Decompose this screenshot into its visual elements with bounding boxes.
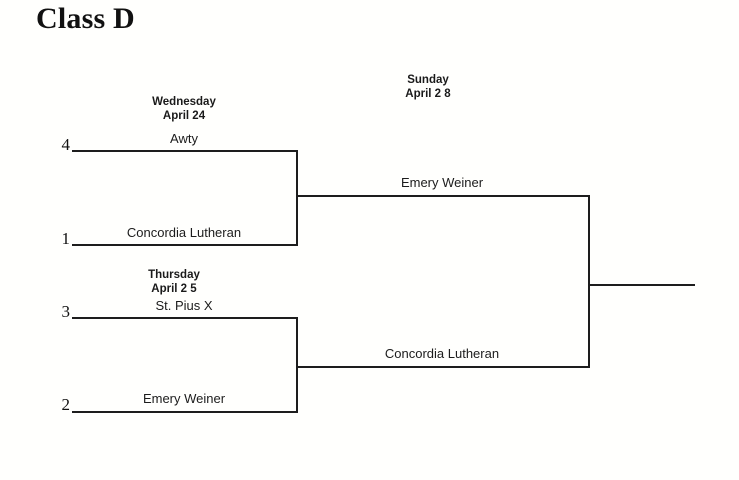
- team-slot-r1-emery-weiner: Emery Weiner: [142, 391, 226, 406]
- round-header-thursday: Thursday April 2 5: [118, 268, 230, 296]
- bracket-line-r1m1-top: [72, 150, 298, 152]
- bracket-connector-final: [588, 195, 590, 368]
- page-title: Class D: [36, 2, 135, 35]
- bracket-connector-r1m1: [296, 150, 298, 246]
- round-header-wednesday-day: Wednesday: [152, 96, 216, 108]
- seed-number-r1m2-bottom: 2: [61, 395, 71, 414]
- team-slot-r1-concordia-lutheran: Concordia Lutheran: [126, 225, 242, 240]
- seed-number-r1m1-top: 4: [61, 135, 71, 154]
- round-header-sunday-date: April 2 8: [405, 88, 451, 100]
- bracket-line-semifinal-lower: [296, 366, 590, 368]
- bracket-line-r1m2-top: [72, 317, 298, 319]
- round-header-sunday-day: Sunday: [407, 74, 449, 86]
- team-slot-semifinal-lower: Concordia Lutheran: [384, 346, 500, 361]
- bracket-line-semifinal-upper: [296, 195, 590, 197]
- team-slot-r1-awty: Awty: [170, 131, 198, 146]
- round-header-wednesday-date: April 24: [162, 110, 206, 122]
- round-header-thursday-day: Thursday: [148, 269, 200, 281]
- team-slot-r1-st-pius-x: St. Pius X: [155, 298, 213, 313]
- bracket-line-champion: [588, 284, 695, 286]
- bracket-connector-r1m2: [296, 317, 298, 413]
- seed-number-r1m1-bottom: 1: [61, 229, 71, 248]
- round-header-sunday: Sunday April 2 8: [372, 73, 484, 101]
- round-header-wednesday: Wednesday April 24: [128, 95, 240, 123]
- team-slot-semifinal-upper: Emery Weiner: [400, 175, 484, 190]
- round-header-thursday-date: April 2 5: [151, 283, 197, 295]
- bracket-line-r1m2-bottom: [72, 411, 298, 413]
- bracket-line-r1m1-bottom: [72, 244, 298, 246]
- seed-number-r1m2-top: 3: [61, 302, 71, 321]
